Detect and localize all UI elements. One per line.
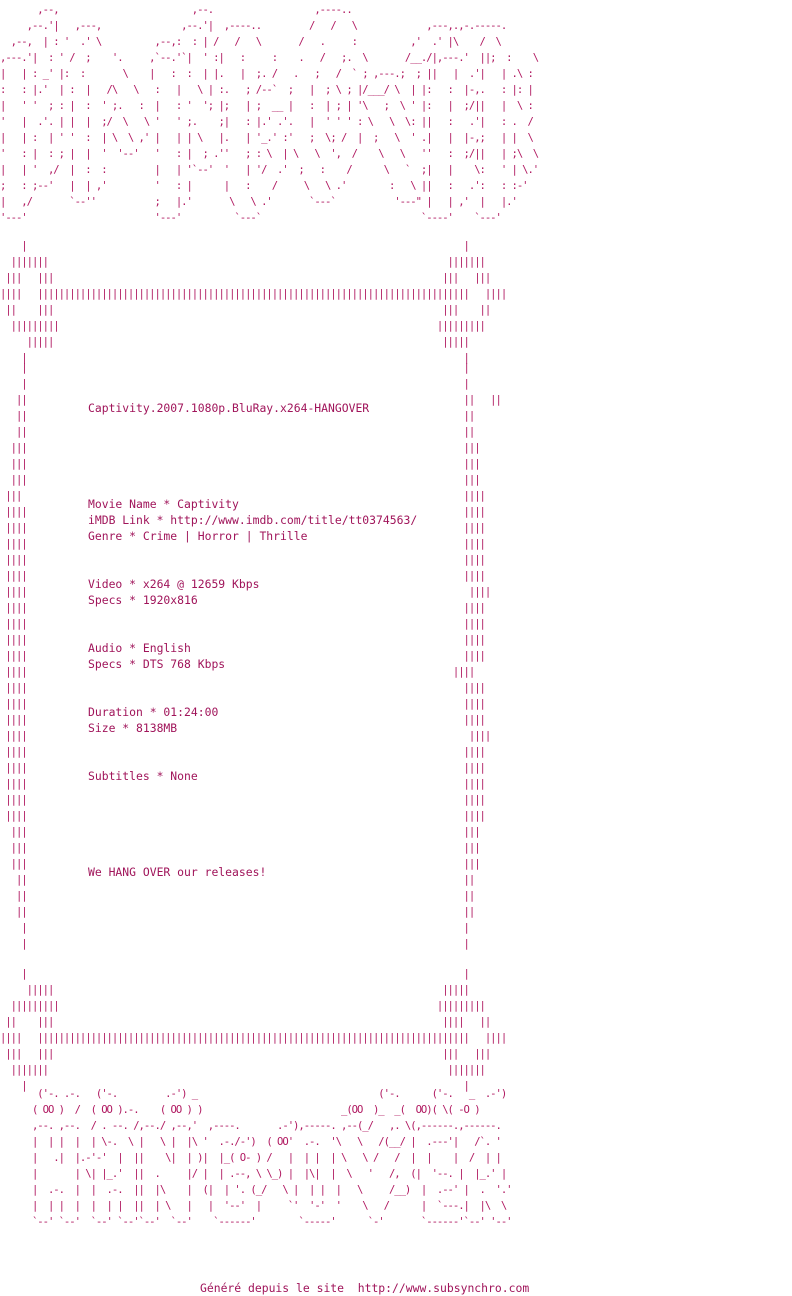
audio-info: Audio * English — [88, 641, 191, 655]
genre: Genre * Crime | Horror | Thrille — [88, 529, 308, 543]
video-info: Video * x264 @ 12659 Kbps — [88, 577, 260, 591]
ascii-frame-rails: | | | | || — [5, 362, 502, 950]
video-specs: Specs * 1920x816 — [88, 593, 198, 607]
duration: Duration * 01:24:00 — [88, 705, 219, 719]
release-title: Captivity.2007.1080p.BluRay.x264-HANGOVE… — [88, 401, 370, 415]
imdb-link: iMDB Link * http://www.imdb.com/title/tt… — [88, 513, 418, 527]
footer-credit: Généré depuis le site http://www.subsync… — [200, 1281, 530, 1295]
tagline: We HANG OVER our releases! — [88, 865, 267, 879]
movie-name: Movie Name * Captivity — [88, 497, 239, 511]
ascii-frame-top: | | ||||||| ||||||| ||| ||| — [0, 240, 507, 364]
ascii-logo-hangover: ('-. .-. ('-. .-') _ ('-. ('-. _ .-') ( … — [31, 1088, 513, 1228]
subtitles: Subtitles * None — [88, 769, 198, 783]
size: Size * 8138MB — [88, 721, 178, 735]
ascii-frame-bottom: | | ||||| ||||| ||||||||| — [0, 968, 507, 1092]
audio-specs: Specs * DTS 768 Kbps — [88, 657, 226, 671]
ascii-logo-group-name: ,--, ,--. ,----.. ,--.'| ,---, ,--.'| ,-… — [0, 4, 539, 224]
